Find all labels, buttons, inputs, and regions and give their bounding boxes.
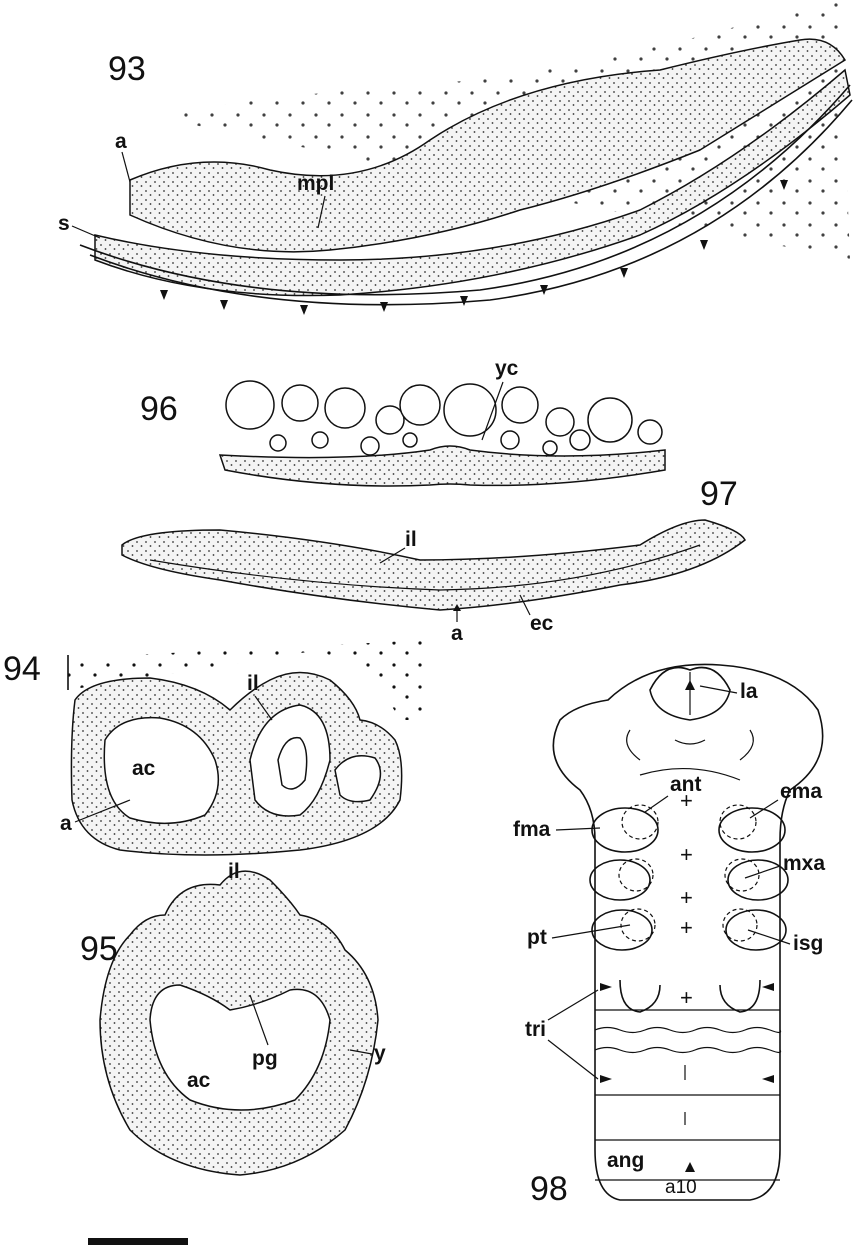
yolk-spheres-96 (226, 381, 662, 455)
label-mpl: mpl (297, 172, 334, 195)
svg-text:+: + (680, 915, 693, 940)
figure-98-number: 98 (530, 1170, 568, 1208)
label-a-97: a (451, 622, 463, 645)
label-ec: ec (530, 612, 554, 635)
label-pg: pg (252, 1047, 278, 1070)
label-fma: fma (513, 818, 551, 841)
label-ant: ant (670, 773, 702, 796)
label-a10: a10 (665, 1177, 697, 1198)
label-mxa: mxa (783, 852, 825, 875)
label-y-95: y (374, 1042, 386, 1065)
figure-94: 94 il ac a (3, 640, 430, 855)
germ-band-97 (122, 520, 745, 610)
label-ang: ang (607, 1149, 644, 1172)
midline-crosses-98: + + + + + (680, 788, 693, 1010)
label-s-93: s (58, 212, 70, 235)
label-ac-95: ac (187, 1069, 211, 1092)
label-ac-94: ac (132, 757, 156, 780)
label-la: la (740, 680, 758, 703)
label-il-94: il (247, 672, 259, 695)
figure-95: 95 il ac pg y (80, 860, 386, 1175)
figure-98: 98 + + + + + (513, 664, 825, 1208)
figure-97-number: 97 (700, 475, 738, 513)
label-tri: tri (525, 1018, 546, 1041)
svg-text:+: + (680, 985, 693, 1010)
germ-band-96 (220, 446, 665, 486)
label-ema: ema (780, 780, 822, 803)
svg-text:+: + (680, 885, 693, 910)
figure-96-number: 96 (140, 390, 178, 428)
label-isg: isg (793, 932, 823, 955)
label-il-97: il (405, 528, 417, 551)
scale-bar (88, 1238, 188, 1245)
label-a-94: a (60, 812, 72, 835)
figure-93-number: 93 (108, 50, 146, 88)
figure-96: 96 yc (140, 357, 665, 486)
figure-97: 97 il a ec (122, 475, 745, 645)
label-il-95: il (228, 860, 240, 883)
label-a-93: a (115, 130, 127, 153)
label-yc: yc (495, 357, 519, 380)
svg-text:+: + (680, 842, 693, 867)
label-pt: pt (527, 926, 547, 949)
figure-93: 93 a mpl s (58, 0, 852, 315)
figure-94-number: 94 (3, 650, 41, 688)
